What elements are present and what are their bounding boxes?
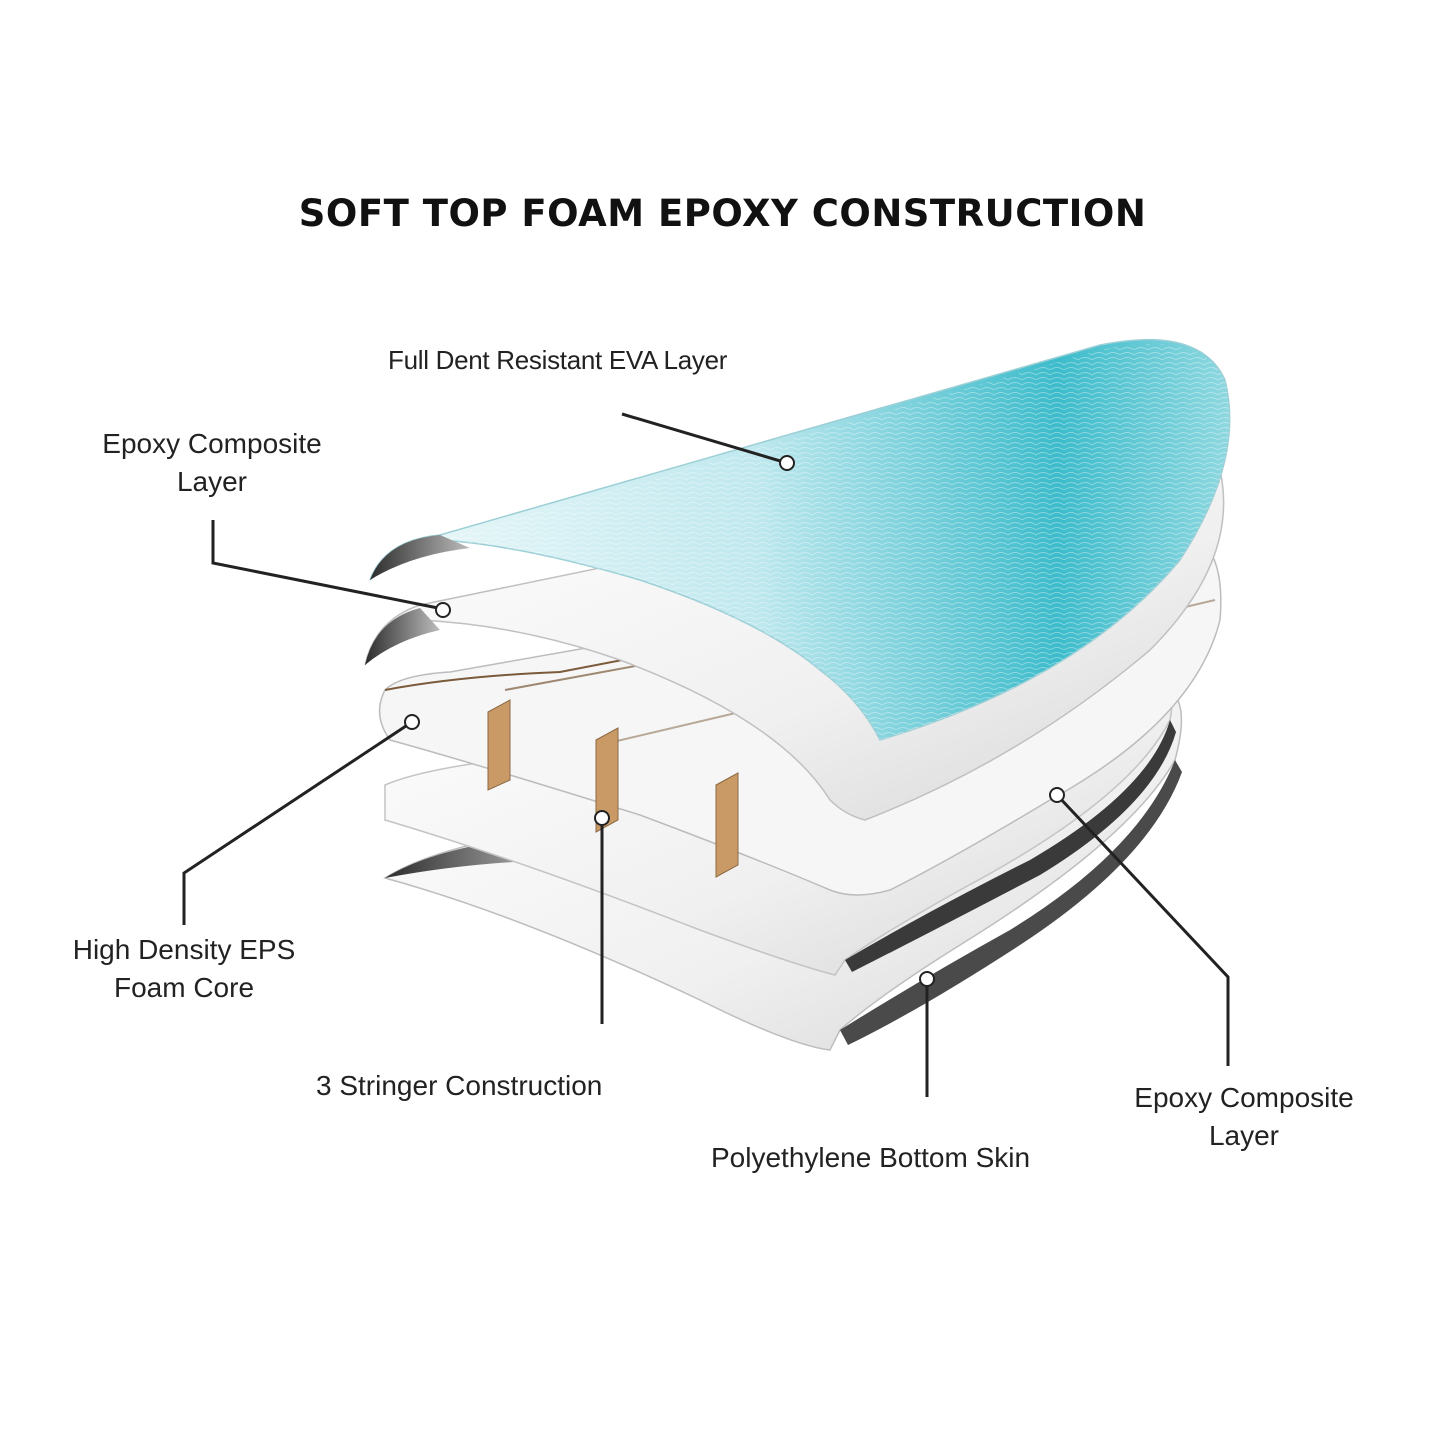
leader-eva <box>621 412 788 465</box>
stringer-1 <box>487 699 511 791</box>
label-stringer-text: 3 Stringer Construction <box>316 1070 603 1101</box>
stringer-3 <box>715 772 739 878</box>
leader-dots <box>404 455 1065 987</box>
stringers <box>487 699 739 878</box>
dot-stringer <box>594 810 610 826</box>
dot-eps-core <box>404 714 420 730</box>
eva-top-layer <box>369 339 1231 741</box>
dot-eva <box>779 455 795 471</box>
leader-lines <box>182 412 1230 1097</box>
label-epoxy-top-line2: Layer <box>176 466 248 497</box>
leader-eps-core <box>182 720 413 925</box>
leader-epoxy-top <box>211 520 444 611</box>
label-epoxy-bottom: Epoxy Composite Layer <box>1108 1079 1380 1155</box>
label-eva-text: Full Dent Resistant EVA Layer <box>388 345 728 375</box>
label-epoxy-bottom-line1: Epoxy Composite <box>1134 1082 1354 1113</box>
label-bottom-skin-text: Polyethylene Bottom Skin <box>711 1142 1031 1173</box>
dot-bottom-skin <box>919 971 935 987</box>
label-stringer: 3 Stringer Construction <box>316 1067 602 1105</box>
label-eps-core-line2: Foam Core <box>113 972 255 1003</box>
label-eva-layer: Full Dent Resistant EVA Layer <box>388 341 727 379</box>
label-epoxy-top: Epoxy Composite Layer <box>76 425 348 501</box>
diagram-title: SOFT TOP FOAM EPOXY CONSTRUCTION <box>298 192 1147 235</box>
label-epoxy-top-line1: Epoxy Composite <box>102 428 322 459</box>
dot-epoxy-top <box>435 602 451 618</box>
dot-epoxy-bottom <box>1049 787 1065 803</box>
label-epoxy-bottom-line2: Layer <box>1208 1120 1280 1151</box>
label-eps-core-line1: High Density EPS <box>72 934 296 965</box>
leader-epoxy-bottom <box>1055 793 1230 1066</box>
stringer-2 <box>595 727 619 833</box>
label-bottom-skin: Polyethylene Bottom Skin <box>711 1139 1030 1177</box>
label-eps-core: High Density EPS Foam Core <box>48 931 320 1007</box>
